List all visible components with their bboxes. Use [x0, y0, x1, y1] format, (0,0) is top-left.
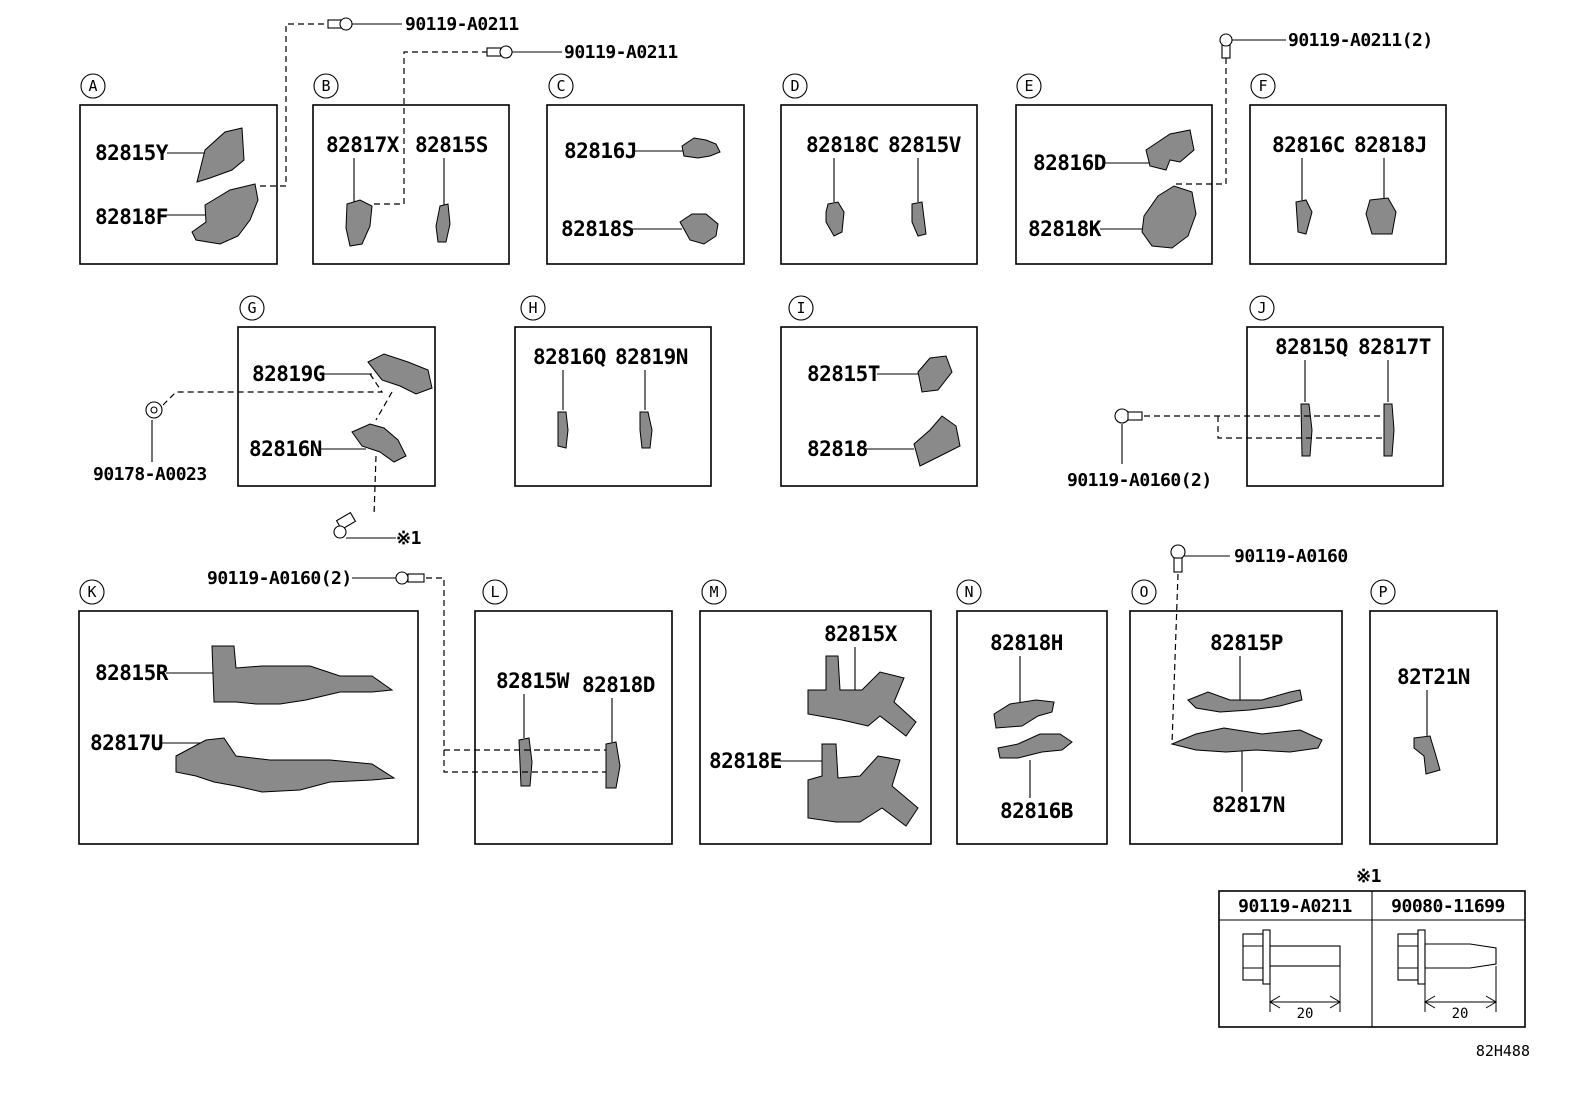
part-label[interactable]: 82818J	[1354, 133, 1427, 157]
group-letter: L	[490, 583, 499, 601]
part-label[interactable]: 82817U	[90, 731, 163, 755]
fastener-label[interactable]: 90119-A0211	[564, 42, 678, 63]
group-n: N 82818H 82816B	[956, 579, 1108, 845]
part-label[interactable]: 82819N	[615, 345, 688, 369]
part-label[interactable]: 82816D	[1033, 151, 1106, 175]
fastener-label[interactable]: 90119-A0211	[405, 14, 519, 35]
part-label[interactable]: 82815T	[807, 362, 880, 386]
part-label[interactable]: 82816N	[249, 437, 322, 461]
part-label[interactable]: 82818E	[709, 749, 782, 773]
group-a: A 82815Y 82818F	[79, 73, 278, 265]
group-letter: K	[87, 583, 96, 601]
bolt-icon	[1114, 408, 1130, 424]
group-k: K 82815R 82817U	[78, 579, 419, 845]
part-label[interactable]: 82816B	[1000, 799, 1073, 823]
reference-mark: ※1	[1356, 866, 1381, 887]
group-letter: N	[964, 583, 973, 601]
group-c: C 82816J 82818S	[546, 73, 745, 265]
part-label[interactable]: 82817T	[1358, 335, 1431, 359]
bolt-icon	[1127, 411, 1143, 421]
part-label[interactable]: 82818C	[806, 133, 879, 157]
fastener-label[interactable]: ※1	[396, 528, 421, 549]
part-label[interactable]: 82818D	[582, 673, 655, 697]
group-letter: O	[1139, 583, 1148, 601]
group-o: O 82815P 82817N	[1129, 579, 1343, 845]
part-label[interactable]: 82815P	[1210, 631, 1283, 655]
group-letter: H	[528, 299, 537, 317]
part-label[interactable]: 82818S	[561, 217, 634, 241]
group-letter: E	[1024, 77, 1033, 95]
part-label[interactable]: 82816J	[564, 139, 637, 163]
group-p: P 82T21N	[1369, 579, 1498, 845]
part-label[interactable]: 82816Q	[533, 345, 606, 369]
group-b: B 82817X 82815S	[312, 73, 510, 265]
group-l: L 82815W 82818D	[474, 579, 673, 845]
group-letter: P	[1378, 583, 1387, 601]
group-letter: M	[709, 583, 718, 601]
bolt-icon	[335, 511, 357, 531]
part-label[interactable]: 82818F	[95, 205, 168, 229]
group-g: G 82819G 82816N	[237, 295, 436, 487]
group-letter: I	[796, 299, 805, 317]
group-letter: G	[247, 299, 256, 317]
fasteners: 90119-A0211 90119-A0211 90119-A0211(2) 9…	[93, 14, 1433, 773]
fastener-label[interactable]: 90178-A0023	[93, 464, 207, 485]
group-f: F 82816C 82818J	[1249, 73, 1447, 265]
group-letter: A	[88, 77, 97, 95]
dimension-value: 20	[1297, 1006, 1314, 1022]
bolt-icon	[1219, 33, 1233, 47]
group-h: H 82816Q 82819N	[514, 295, 712, 487]
bolt-icon	[1173, 557, 1183, 573]
part-label[interactable]: 82815Q	[1275, 335, 1348, 359]
part-label[interactable]: 82815R	[95, 661, 169, 685]
bolt-icon	[407, 573, 425, 583]
bolt-icon	[1242, 929, 1341, 1012]
part-label[interactable]: 82815X	[824, 622, 898, 646]
group-letter: F	[1258, 77, 1267, 95]
bolt-icon	[499, 45, 513, 59]
table-header-cell: 90080-11699	[1391, 896, 1505, 917]
group-m: M 82815X 82818E	[699, 579, 932, 845]
group-letter: C	[556, 77, 565, 95]
part-label[interactable]: 82815S	[415, 133, 488, 157]
fastener-label[interactable]: 90119-A0160	[1234, 546, 1348, 567]
reference-table: ※1 90119-A0211 90080-11699 20	[1218, 866, 1526, 1028]
part-label[interactable]: 82817X	[326, 133, 400, 157]
part-label[interactable]: 82815V	[888, 133, 962, 157]
group-j: J 82815Q 82817T	[1246, 295, 1444, 487]
part-label[interactable]: 82817N	[1212, 793, 1285, 817]
group-i: I 82815T 82818	[780, 295, 978, 487]
fastener-label[interactable]: 90119-A0211(2)	[1288, 30, 1433, 51]
fastener-label[interactable]: 90119-A0160(2)	[1067, 470, 1212, 491]
group-e: E 82816D 82818K	[1015, 73, 1213, 265]
bolt-icon	[395, 571, 409, 585]
table-header-cell: 90119-A0211	[1238, 896, 1352, 917]
nut-icon	[150, 406, 158, 414]
part-label[interactable]: 82T21N	[1397, 665, 1470, 689]
bolt-icon	[486, 47, 502, 57]
part-label[interactable]: 82818K	[1028, 217, 1102, 241]
dimension-value: 20	[1452, 1006, 1469, 1022]
part-label[interactable]: 82818H	[990, 631, 1063, 655]
part-label[interactable]: 82816C	[1272, 133, 1345, 157]
diagram-code: 82H488	[1476, 1042, 1530, 1060]
bolt-icon	[333, 525, 347, 539]
part-label[interactable]: 82819G	[252, 362, 325, 386]
fastener-label[interactable]: 90119-A0160(2)	[207, 568, 352, 589]
part-label[interactable]: 82815W	[496, 669, 570, 693]
part-label[interactable]: 82818	[807, 437, 868, 461]
group-letter: J	[1257, 299, 1266, 317]
group-d: D 82818C 82815V	[780, 73, 978, 265]
bolt-icon	[1170, 544, 1186, 560]
bolt-icon	[339, 17, 353, 31]
group-letter: D	[790, 77, 799, 95]
part-label[interactable]: 82815Y	[95, 141, 169, 165]
group-letter: B	[321, 77, 330, 95]
bolt-icon	[1397, 929, 1497, 1012]
